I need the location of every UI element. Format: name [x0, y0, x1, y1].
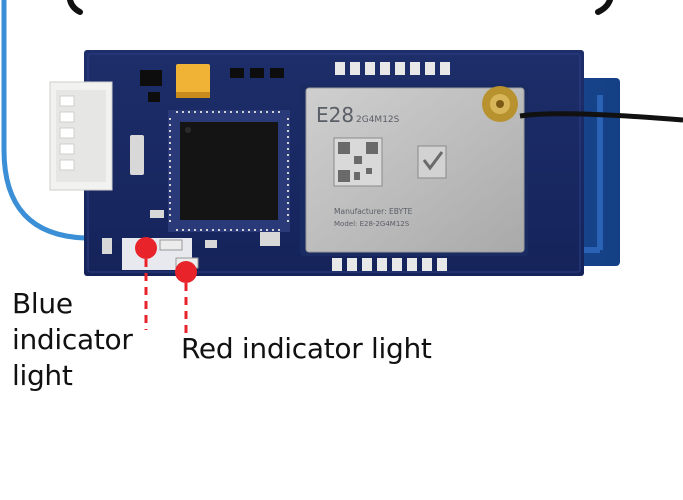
blue-indicator-marker — [135, 237, 157, 330]
blue-cable — [1, 0, 88, 241]
certification-mark — [417, 145, 447, 179]
ipex-antenna-connector — [482, 86, 683, 123]
tantalum-capacitor — [176, 64, 210, 98]
module-manufacturer-line: Manufacturer: EBYTE — [334, 207, 413, 216]
white-header-connector — [49, 81, 113, 191]
mcu-chip — [168, 110, 290, 232]
bottom-pads — [332, 258, 447, 271]
top-pads — [335, 62, 450, 75]
module-model-text: E28 — [316, 103, 354, 127]
blue-indicator-label-line3: light — [12, 359, 73, 392]
red-indicator-dot — [175, 261, 197, 283]
blue-indicator-label: Blue indicator light — [12, 286, 172, 394]
red-indicator-marker — [175, 261, 197, 334]
blue-indicator-label-line1: Blue — [12, 287, 73, 320]
blue-indicator-dot — [135, 237, 157, 259]
red-indicator-label: Red indicator light — [181, 332, 432, 365]
e28-rf-module: E28 2G4M12S Manufacturer: EBYTE Model: E… — [300, 84, 528, 256]
small-components — [140, 68, 284, 102]
module-model-line: Model: E28-2G4M12S — [334, 220, 410, 228]
blue-indicator-label-line2: indicator — [12, 323, 133, 356]
top-bracket-marks — [67, 0, 613, 15]
module-model-suffix: 2G4M12S — [356, 115, 400, 125]
qr-code — [333, 137, 383, 187]
